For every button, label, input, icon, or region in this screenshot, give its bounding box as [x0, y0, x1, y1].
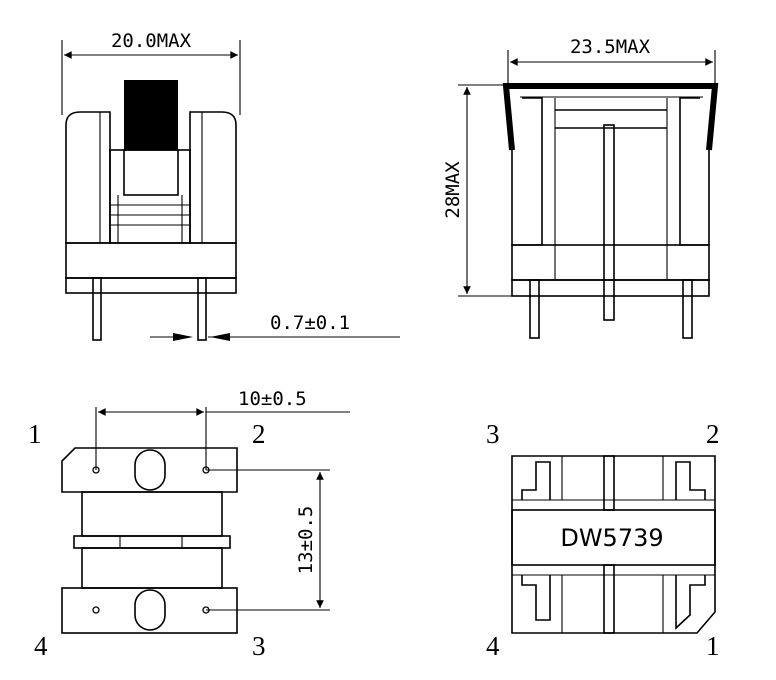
width-side-label: 23.5MAX: [570, 36, 651, 58]
bottom-pin-1-label: 1: [28, 419, 42, 449]
height-side-label: 28MAX: [442, 161, 464, 219]
bottom-view: 10±0.5 13±0.5 1 2 4 3: [28, 388, 350, 661]
pin-hole: [92, 466, 100, 474]
top-pin-2-label: 2: [706, 419, 720, 449]
top-pin-1-label: 1: [706, 631, 720, 661]
pin-spacing-h-label: 10±0.5: [238, 388, 307, 410]
width-front-label: 20.0MAX: [111, 30, 192, 52]
bottom-pin-4-label: 4: [34, 631, 48, 661]
side-view: 23.5MAX 28MAX: [442, 36, 719, 339]
part-marking: DW5739: [560, 524, 663, 552]
bottom-pin-2-label: 2: [252, 419, 266, 449]
top-pin-3-label: 3: [486, 419, 500, 449]
pin-hole: [202, 466, 210, 474]
top-view: DW5739 3 2 4 1: [486, 419, 720, 661]
pin-diameter-label: 0.7±0.1: [270, 312, 350, 334]
pin-hole: [92, 606, 100, 614]
front-view: 20.0MAX 0.7±0.1: [61, 30, 400, 341]
top-pin-4-label: 4: [486, 631, 500, 661]
core-top-block: [124, 80, 178, 150]
bottom-pin-3-label: 3: [252, 631, 266, 661]
pin-spacing-v-label: 13±0.5: [295, 506, 317, 575]
pin-hole: [202, 606, 210, 614]
